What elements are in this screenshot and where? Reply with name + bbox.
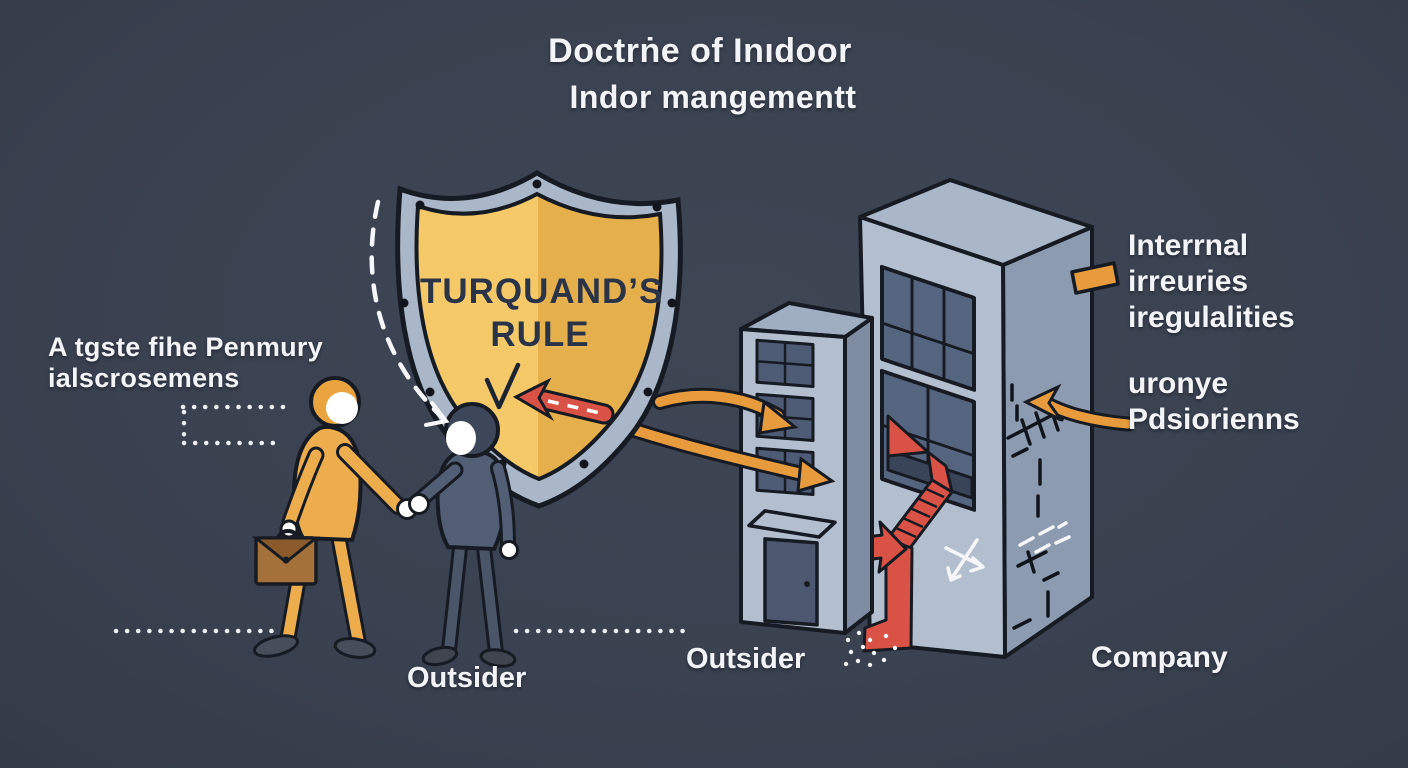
hand (499, 540, 519, 560)
company-building (843, 178, 1120, 659)
title-line-1: Doctrṅe of Inıdoor (548, 32, 852, 70)
right-annotation-top-line-3: iregulalities (1128, 301, 1295, 334)
white-dash-marks (1018, 521, 1071, 554)
shield-label-line-2: RULE (490, 315, 590, 354)
orange-stub-arrow (1070, 261, 1120, 295)
face (326, 392, 358, 424)
face (446, 421, 476, 455)
briefcase (251, 529, 321, 586)
shield-label-line-1: TURQUAND’S (420, 272, 664, 311)
orange-arrow-right (1022, 383, 1136, 432)
door-awning (747, 509, 837, 539)
left-annotation-line-1: A tgste fihe Penmury (48, 332, 324, 362)
sparkle-dots (843, 630, 898, 668)
check-v-mark (484, 362, 521, 410)
outsider-figure-dark (396, 402, 519, 668)
right-annotation-top-line-2: irreuries (1128, 265, 1249, 298)
right-annotation-bottom-line-2: Pdsiorienns (1128, 403, 1300, 436)
white-dashed-arc-arrow (369, 199, 450, 427)
orange-arrow-upper (652, 387, 799, 435)
right-annotation-bottom-line-1: uronye (1128, 367, 1229, 400)
company-label: Company (1091, 641, 1228, 674)
orange-arrow-lower (620, 420, 836, 494)
shoe (333, 637, 377, 659)
page-title: Doctrṅe of Inıdoor Indor mangementt (450, 28, 950, 120)
red-internal-staircase (843, 414, 974, 653)
red-flag-triangle (886, 414, 930, 458)
right-lower-annotation: uronye Pdsiorienns (1128, 366, 1300, 438)
outsider-label-left: Outsider (407, 662, 527, 694)
white-cross-arrows (944, 538, 985, 582)
left-annotation-line-2: ialscrosemens (48, 363, 240, 393)
red-dashed-arrow (512, 377, 615, 425)
outsider-label-right: Outsider (686, 643, 806, 675)
handshake-hands (408, 493, 430, 515)
door (763, 537, 819, 627)
shoe (253, 634, 299, 658)
dotted-bracket (180, 404, 291, 446)
shoe (421, 645, 459, 667)
shield-label: TURQUAND’S RULE (420, 270, 664, 356)
internal-irregularities-annotation: Interrnal irreuries iregulalities (1128, 228, 1295, 336)
outsider-figure-orange (251, 376, 407, 659)
building-right-face (843, 316, 874, 635)
shoe (479, 648, 517, 668)
left-annotation: A tgste fihe Penmury ialscrosemens (48, 332, 323, 394)
right-annotation-top-line-1: Interrnal (1128, 229, 1249, 262)
title-line-2: Indor mangementt (569, 79, 857, 115)
stair-column (862, 538, 914, 653)
